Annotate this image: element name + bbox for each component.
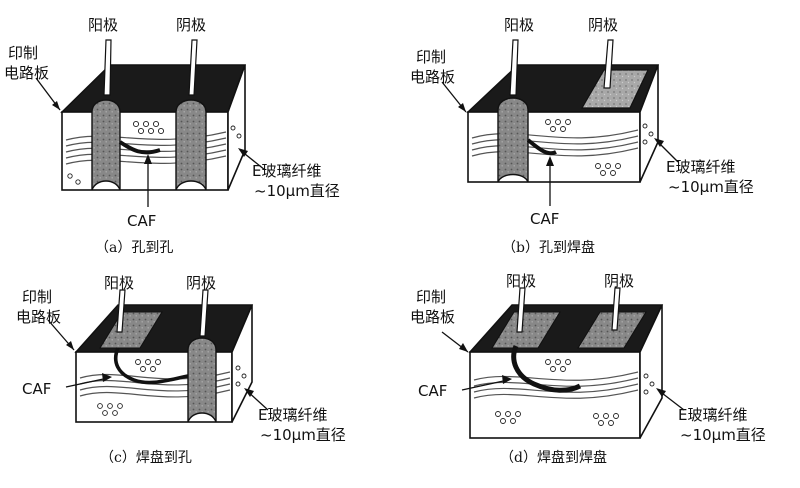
anode-lead (510, 40, 518, 95)
pcb-label-line1: 印制 (22, 288, 52, 306)
cathode-plated-hole (176, 100, 206, 190)
board-top-face (62, 65, 245, 112)
anode-plated-hole (498, 98, 528, 182)
fiber-label-line1: E玻璃纤维 (678, 406, 747, 424)
cathode-plated-hole (188, 338, 216, 422)
fiber-label-line1: E玻璃纤维 (258, 406, 327, 424)
cathode-label: 阴极 (176, 16, 206, 34)
anode-label: 阳极 (504, 16, 534, 34)
cathode-label: 阴极 (588, 16, 618, 34)
panel-a-caption: （a）孔到孔 (95, 240, 173, 256)
panel-d-caption: （d）焊盘到焊盘 (500, 449, 607, 466)
fiber-label-line2: ~10μm直径 (680, 426, 766, 444)
pcb-label-line2: 电路板 (4, 64, 49, 82)
anode-label: 阳极 (506, 272, 536, 290)
panel-c: 印制 电路板 阳极 阴极 CAF E玻璃纤维 ~10μm直径 （c）焊盘到孔 (16, 274, 346, 466)
fiber-label-line2: ~10μm直径 (260, 426, 346, 444)
pcb-label-line2: 电路板 (410, 68, 455, 86)
anode-lead (104, 40, 111, 95)
pcb-label-line1: 印制 (8, 44, 38, 62)
pcb-pointer-arrowhead (459, 343, 468, 352)
panel-d: 印制 电路板 阳极 阴极 CAF E玻璃纤维 ~10μm直径 （d）焊盘到焊盘 (410, 272, 766, 466)
caf-label: CAF (22, 380, 51, 398)
pcb-label-line2: 电路板 (16, 308, 61, 326)
caf-label: CAF (418, 382, 447, 400)
fiber-label-line2: ~10μm直径 (668, 178, 754, 196)
anode-plated-hole (92, 100, 120, 190)
caf-label: CAF (530, 210, 559, 228)
fiber-label-line1: E玻璃纤维 (666, 158, 735, 176)
panel-a: 印制 电路板 阳极 阴极 CAF E玻璃纤维 ~10μm直径 （a）孔到孔 (4, 16, 340, 256)
anode-label: 阳极 (88, 16, 118, 34)
anode-label: 阳极 (104, 274, 134, 292)
pcb-label-line2: 电路板 (410, 308, 455, 326)
panel-b-caption: （b）孔到焊盘 (502, 239, 595, 256)
fiber-label-line1: E玻璃纤维 (252, 162, 321, 180)
pcb-label-line1: 印制 (416, 48, 446, 66)
pcb-pointer-arrowhead (52, 101, 60, 110)
caf-label: CAF (127, 212, 156, 230)
fiber-label-line2: ~10μm直径 (254, 182, 340, 200)
cathode-label: 阴极 (604, 272, 634, 290)
panel-b: 印制 电路板 阳极 阴极 CAF E玻璃纤维 ~10μm直径 （b）孔到焊盘 (410, 16, 754, 256)
panel-c-caption: （c）焊盘到孔 (100, 449, 192, 466)
cathode-label: 阴极 (186, 274, 216, 292)
pcb-label-line1: 印制 (416, 288, 446, 306)
